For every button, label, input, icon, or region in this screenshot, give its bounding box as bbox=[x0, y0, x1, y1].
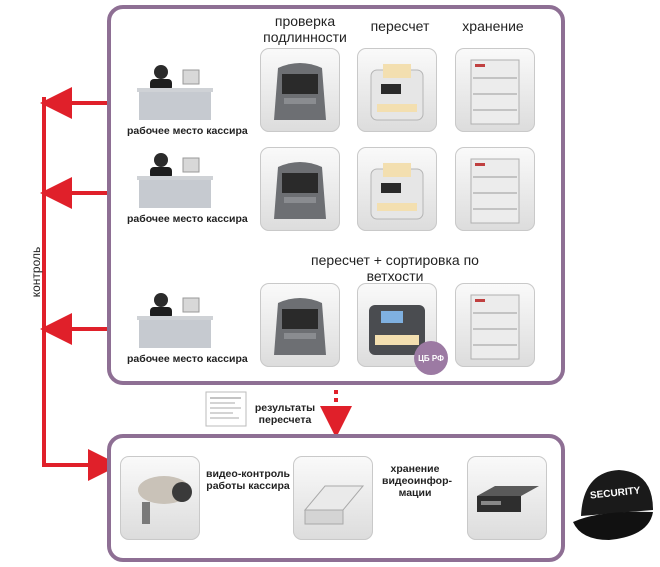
header-counting: пересчет bbox=[370, 18, 430, 34]
header-sorting: пересчет + сортировка по ветхости bbox=[311, 252, 479, 284]
camera-tile bbox=[120, 456, 200, 540]
storage-cabinet-tile bbox=[455, 147, 535, 231]
detector-icon bbox=[274, 63, 326, 120]
camera-icon bbox=[138, 476, 192, 524]
header-authenticity: проверка подлинности bbox=[263, 13, 347, 45]
authenticity-detector-tile bbox=[260, 48, 340, 132]
cashier-icon bbox=[137, 293, 213, 348]
cabinet-icon bbox=[470, 158, 520, 224]
recorder-tile bbox=[293, 456, 373, 540]
video-storage-tile bbox=[467, 456, 547, 540]
cabinet-icon bbox=[470, 59, 520, 125]
video-storage-icon bbox=[477, 486, 539, 512]
receipt-icon bbox=[205, 391, 247, 427]
recorder-icon bbox=[303, 485, 365, 525]
workstation-label: рабочее место кассира bbox=[127, 353, 248, 365]
storage-cabinet-tile bbox=[455, 48, 535, 132]
results-label: результаты пересчета bbox=[254, 402, 316, 426]
workstation-label: рабочее место кассира bbox=[127, 125, 248, 137]
security-cap-icon bbox=[573, 470, 653, 540]
authenticity-detector-tile bbox=[260, 283, 340, 367]
storage-cabinet-tile bbox=[455, 283, 535, 367]
sorter-icon bbox=[369, 305, 425, 355]
cbrf-badge: ЦБ РФ bbox=[414, 341, 448, 375]
header-storage: хранение bbox=[462, 18, 524, 34]
authenticity-detector-tile bbox=[260, 147, 340, 231]
counter-tile bbox=[357, 48, 437, 132]
cashier-icon bbox=[137, 65, 213, 120]
counter-tile bbox=[357, 147, 437, 231]
control-label: контроль bbox=[29, 246, 43, 298]
video-storage-label: хранение видеоинфор-мации bbox=[382, 463, 452, 499]
cashier-icon bbox=[137, 153, 213, 208]
workstation-label: рабочее место кассира bbox=[127, 213, 248, 225]
detector-icon bbox=[274, 298, 326, 355]
counter-icon bbox=[370, 64, 424, 121]
cabinet-icon bbox=[470, 294, 520, 360]
video-control-label: видео-контроль работы кассира bbox=[205, 468, 291, 492]
detector-icon bbox=[274, 162, 326, 219]
counter-icon bbox=[370, 163, 424, 220]
